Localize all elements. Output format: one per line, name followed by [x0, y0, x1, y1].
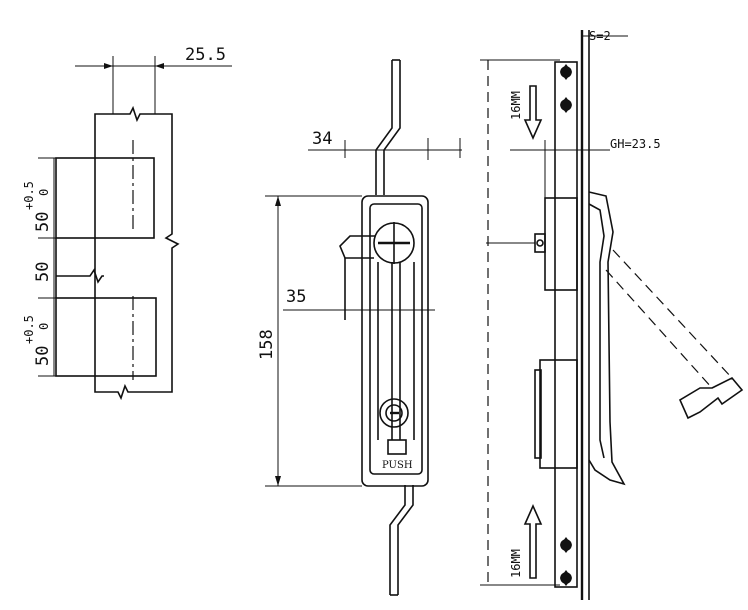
arrow-head — [155, 63, 164, 69]
key-lock-icon — [379, 398, 409, 428]
rod-bottom-left — [389, 485, 406, 595]
thickness-label: S=2 — [589, 29, 611, 43]
tol-zero-upper: 0 — [37, 189, 51, 196]
rivet-icon — [560, 97, 572, 113]
lever-bottom-edge — [605, 269, 713, 389]
dim-label-50-mid: 50 — [33, 262, 53, 282]
lower-housing-edge — [534, 369, 542, 459]
handle-profile-inner — [588, 203, 605, 459]
stroke-bottom-label: 16MM — [509, 549, 523, 578]
mid-break — [56, 268, 104, 284]
arrow-head — [104, 63, 113, 69]
dim-label-50-upper: 50 — [33, 212, 53, 232]
stroke-top-label: 16MM — [509, 91, 523, 120]
cutout-view: 25.5 50 +0.5 0 50 50 +0.5 0 — [22, 45, 232, 401]
side-view: S=2 16MM 16MM GH=23.5 — [480, 29, 744, 600]
latch-tab — [339, 235, 375, 259]
dim-label-50-lower: 50 — [33, 346, 53, 366]
arrow-down-icon — [523, 85, 543, 140]
handle-body — [361, 195, 429, 487]
rivet-icon — [560, 64, 572, 80]
arrow-up-icon — [523, 504, 543, 579]
bolt-center — [536, 239, 544, 247]
rod-bottom-right — [397, 485, 414, 595]
dim-label-34: 34 — [312, 129, 332, 149]
key-lock-inner — [385, 404, 403, 422]
rivet-icon — [560, 570, 572, 586]
rod-top-left — [375, 60, 393, 195]
bolt-icon — [534, 233, 546, 253]
lever-tip — [678, 377, 744, 420]
upper-cutout — [55, 157, 155, 239]
lower-housing — [539, 359, 578, 469]
upper-housing — [544, 197, 578, 291]
arrow-head — [275, 196, 281, 206]
rivet-icon — [560, 537, 572, 553]
dim-label-25-5: 25.5 — [185, 45, 226, 65]
handle-step — [387, 439, 407, 455]
dim-label-158: 158 — [257, 329, 277, 360]
rod-side — [554, 61, 578, 588]
dim-label-35: 35 — [286, 287, 306, 307]
push-label: PUSH — [382, 460, 413, 471]
lever-top-edge — [612, 249, 733, 379]
front-view: 34 35 PUSH 158 — [257, 59, 462, 596]
tol-plus-upper: +0.5 — [22, 181, 36, 210]
arrow-head — [275, 476, 281, 486]
lower-cutout — [55, 297, 157, 377]
rod-top-right — [383, 60, 401, 195]
panel-outline — [94, 105, 180, 401]
gh-label: GH=23.5 — [610, 137, 661, 151]
handle-inner — [369, 203, 423, 475]
tol-zero-lower: 0 — [37, 323, 51, 330]
handle-profile — [588, 191, 626, 486]
tol-plus-lower: +0.5 — [22, 315, 36, 344]
